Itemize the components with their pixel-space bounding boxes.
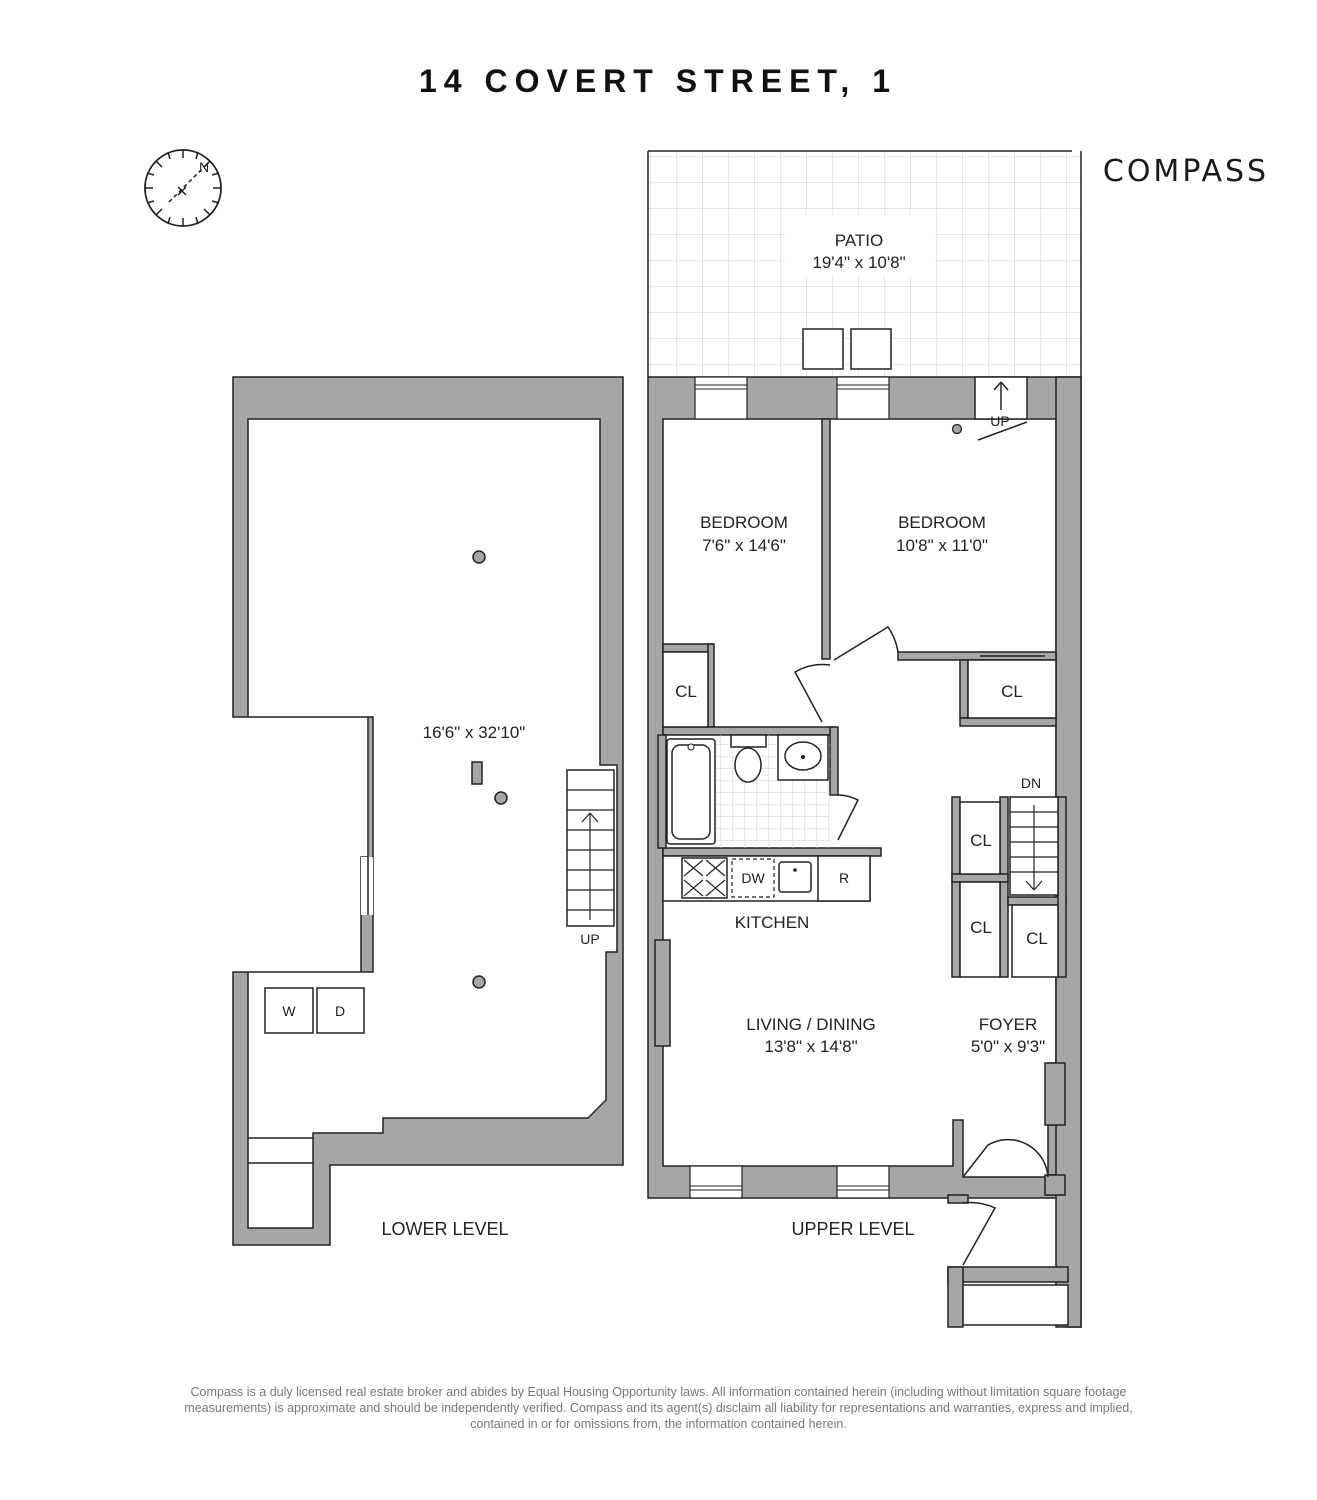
page-title: 14 COVERT STREET, 1 xyxy=(419,63,897,99)
living-dining-name: LIVING / DINING xyxy=(746,1015,875,1034)
patio-dims: 19'4" x 10'8" xyxy=(812,253,905,272)
lower-level-walls xyxy=(232,376,624,1246)
bedroom-right-dims: 10'8" x 11'0" xyxy=(896,536,988,555)
lower-up-label: UP xyxy=(580,931,599,947)
living-dining-dims: 13'8" x 14'8" xyxy=(764,1037,857,1056)
upper-down-label: DN xyxy=(1021,775,1041,791)
dryer xyxy=(316,987,365,1034)
closet-label: CL xyxy=(1026,929,1048,948)
bedroom-left-dims: 7'6" x 14'6" xyxy=(702,536,786,555)
closet xyxy=(959,801,1001,875)
closet xyxy=(662,651,709,728)
bedroom-left-name: BEDROOM xyxy=(700,513,788,532)
closet-label: CL xyxy=(1001,682,1023,701)
lower-level-label: LOWER LEVEL xyxy=(381,1219,508,1239)
upper-level-label: UPPER LEVEL xyxy=(791,1219,914,1239)
north-compass-icon: N xyxy=(144,149,222,227)
closet-label: CL xyxy=(675,682,697,701)
lower-level-dims: 16'6" x 32'10" xyxy=(423,723,526,742)
compass-north-label: N xyxy=(199,159,209,175)
lower-level-plan: UP W D 16'6" x 32'10" LOWER LEVEL xyxy=(232,376,624,1246)
washer xyxy=(264,987,314,1034)
column-marker xyxy=(472,975,486,989)
column-marker xyxy=(471,761,483,785)
column-marker xyxy=(472,550,486,564)
legal-disclaimer: Compass is a duly licensed real estate b… xyxy=(184,1385,1133,1431)
brand-logo: COMPASS xyxy=(1103,154,1269,189)
closet xyxy=(967,659,1057,719)
refrigerator-label: R xyxy=(839,870,849,886)
upper-patio-up-label: UP xyxy=(990,413,1009,429)
dryer-label: D xyxy=(335,1003,345,1019)
kitchen-name: KITCHEN xyxy=(735,913,810,932)
closet xyxy=(959,881,1001,978)
closet-label: CL xyxy=(970,831,992,850)
patio: PATIO 19'4" x 10'8" xyxy=(647,150,1082,377)
bedroom-right-name: BEDROOM xyxy=(898,513,986,532)
bathroom xyxy=(666,734,830,848)
patio-name: PATIO xyxy=(835,231,884,250)
washer-label: W xyxy=(282,1003,296,1019)
closet xyxy=(1011,904,1059,978)
kitchen-counter xyxy=(662,855,871,902)
foyer-name: FOYER xyxy=(979,1015,1038,1034)
lower-stairs xyxy=(566,769,615,927)
column-marker xyxy=(494,791,508,805)
dishwasher-label: DW xyxy=(741,870,765,886)
upper-level-plan: UP xyxy=(647,376,1082,1328)
closet-label: CL xyxy=(970,918,992,937)
upper-stairs-down xyxy=(1009,796,1059,896)
foyer-dims: 5'0" x 9'3" xyxy=(971,1037,1045,1056)
